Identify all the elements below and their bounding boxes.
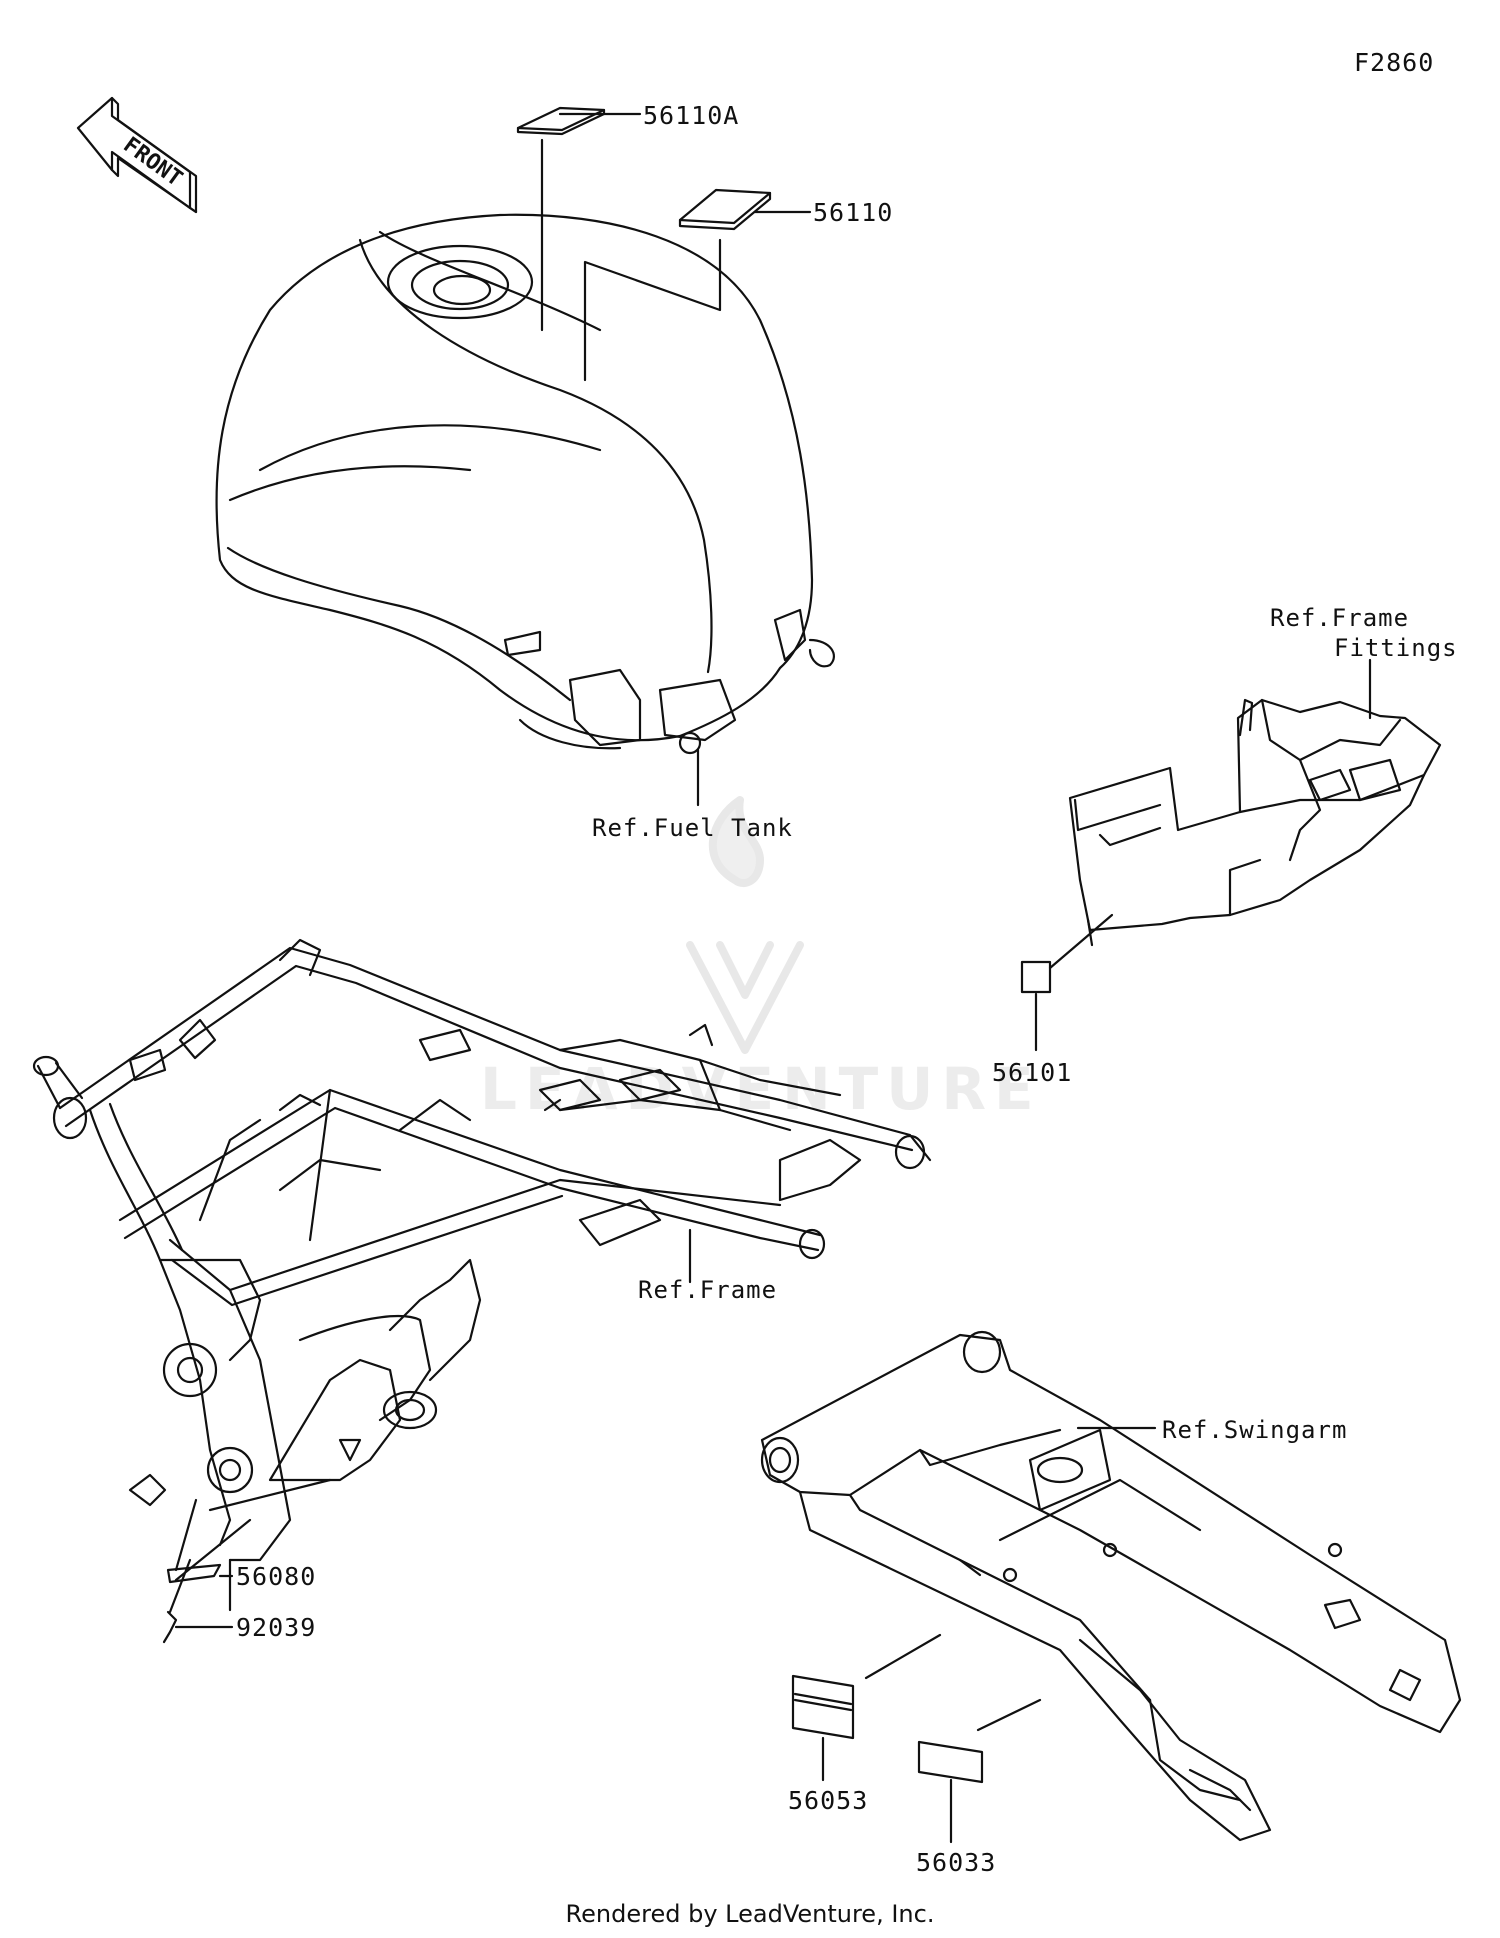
diagram-id: F2860 [1354,48,1435,77]
part-number-56033[interactable]: 56033 [916,1848,997,1877]
part-number-56101[interactable]: 56101 [992,1058,1073,1087]
watermark-logo [686,796,804,1054]
ref-frame: Ref.Frame [638,1276,778,1304]
ref-fuel-tank: Ref.Fuel Tank [592,814,793,842]
part-56053-drawing [791,1633,942,1782]
part-56033-drawing [917,1698,1042,1844]
fuel-tank-drawing [215,213,835,807]
part-56110A-drawing [516,106,642,332]
ref-swingarm: Ref.Swingarm [1162,1416,1348,1444]
part-56101-drawing [1020,960,1052,1052]
part-92039-drawing [162,1558,234,1644]
footer-credit: Rendered by LeadVenture, Inc. [565,1900,935,1928]
part-number-56110A[interactable]: 56110A [643,101,740,130]
part-56080-drawing [166,1498,234,1584]
front-arrow-icon: FRONT [76,96,198,214]
part-number-56080[interactable]: 56080 [236,1562,317,1591]
frame-fittings-drawing [1048,658,1442,970]
ref-frame-fittings-line1: Ref.Frame [1270,604,1410,632]
frame-drawing [32,938,932,1612]
ref-frame-fittings-line2: Fittings [1334,634,1458,662]
part-number-92039[interactable]: 92039 [236,1613,317,1642]
part-number-56110[interactable]: 56110 [813,198,894,227]
part-56110-drawing [583,188,812,382]
part-number-56053[interactable]: 56053 [788,1786,869,1815]
swingarm-drawing [760,1330,1462,1842]
